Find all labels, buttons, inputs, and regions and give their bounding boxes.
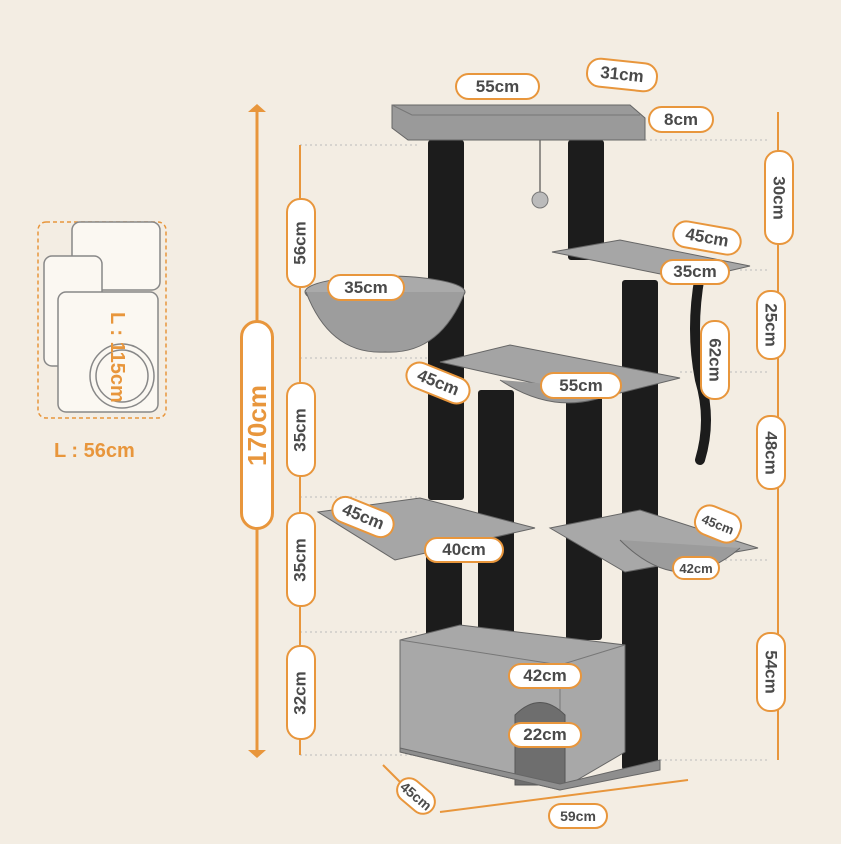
dim-basket-left: 35cm [327, 274, 405, 301]
footprint-length-label: L : 115cm [106, 312, 128, 403]
dim-condo-height: 32cm [286, 645, 316, 740]
dim-right-upper-width: 35cm [660, 259, 730, 285]
dim-right-gap-2: 48cm [756, 415, 786, 490]
dim-top-thickness: 8cm [648, 106, 714, 133]
base-board [399, 747, 661, 791]
dim-hammock-width: 55cm [540, 372, 622, 399]
dim-right-gap-3: 54cm [756, 632, 786, 712]
dim-right-hammock-width: 42cm [672, 556, 720, 580]
total-height-badge: 170cm [240, 320, 274, 530]
dim-condo-door: 22cm [508, 722, 582, 748]
dim-left-upper-height: 56cm [286, 198, 316, 288]
dim-left-platform-width: 40cm [424, 537, 504, 563]
condo-box [399, 624, 626, 791]
pompom-toy [531, 191, 549, 209]
hanging-rope [690, 270, 711, 465]
dim-top-gap: 30cm [764, 150, 794, 245]
dim-base-width: 59cm [548, 803, 608, 829]
dim-condo-width: 42cm [508, 663, 582, 689]
footprint-icon [37, 221, 167, 419]
dim-top-width: 55cm [455, 73, 540, 100]
footprint-width-label: L : 56cm [54, 440, 135, 462]
dim-rope-length: 62cm [700, 320, 730, 400]
top-perch [391, 104, 646, 141]
dim-right-gap-1: 25cm [756, 290, 786, 360]
dim-left-mid-height: 35cm [286, 382, 316, 477]
dim-left-lower-height: 35cm [286, 512, 316, 607]
